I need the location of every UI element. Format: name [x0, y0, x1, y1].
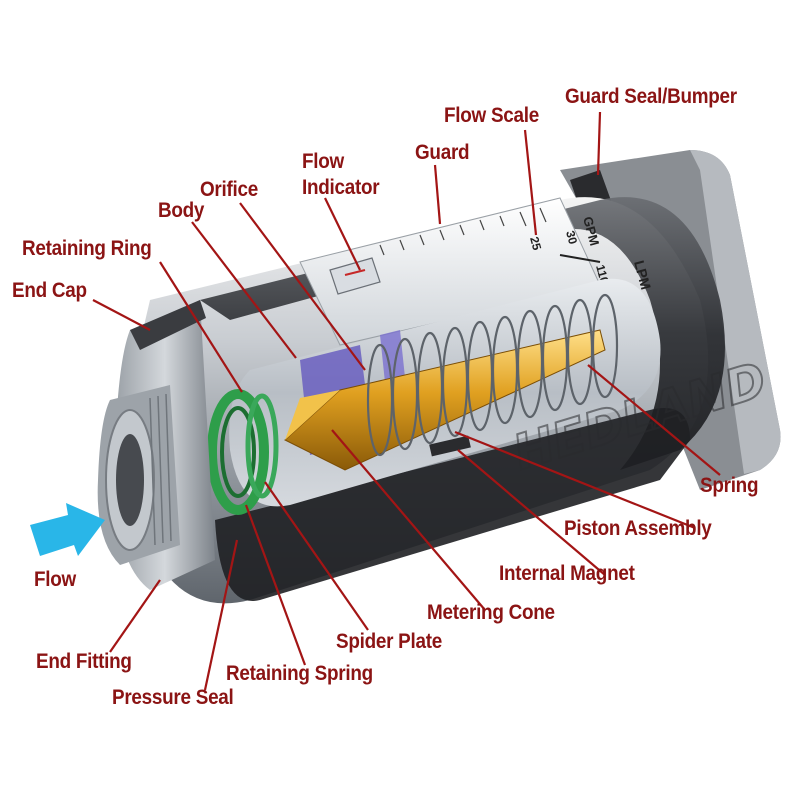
gpm-25-text: 25	[527, 235, 544, 252]
label-end-cap: End Cap	[12, 279, 87, 302]
label-flow-indicator-line1: Flow	[302, 150, 344, 173]
end-fitting	[97, 385, 180, 565]
pressure-seal-rings	[207, 389, 279, 515]
label-retaining-spring: Retaining Spring	[226, 662, 373, 685]
label-metering-cone: Metering Cone	[427, 601, 555, 624]
flow-indicator	[329, 257, 381, 295]
label-spider-plate: Spider Plate	[336, 630, 443, 653]
flow-arrow	[30, 503, 105, 556]
leader-lines	[92, 111, 721, 691]
label-flow: Flow	[34, 568, 76, 591]
flow-scale-window: GPM 30 25 LPM 110	[299, 197, 654, 346]
lpm-unit-text: LPM	[631, 259, 654, 292]
label-pressure-seal: Pressure Seal	[112, 686, 234, 709]
inner-chamber	[229, 278, 661, 507]
label-end-fitting: End Fitting	[36, 650, 132, 673]
label-flow-indicator-line2: Indicator	[302, 176, 380, 199]
label-retaining-ring: Retaining Ring	[22, 237, 152, 260]
label-body: Body	[158, 199, 205, 222]
label-flow-scale: Flow Scale	[444, 104, 539, 127]
label-guard-seal-bumper: Guard Seal/Bumper	[565, 85, 737, 108]
label-piston-assembly: Piston Assembly	[564, 517, 712, 540]
gpm-unit-text: GPM	[580, 215, 602, 247]
label-guard: Guard	[415, 141, 470, 164]
label-internal-magnet: Internal Magnet	[499, 562, 635, 585]
label-spring: Spring	[700, 474, 759, 497]
label-orifice: Orifice	[200, 178, 258, 201]
gpm-30-text: 30	[563, 229, 580, 246]
